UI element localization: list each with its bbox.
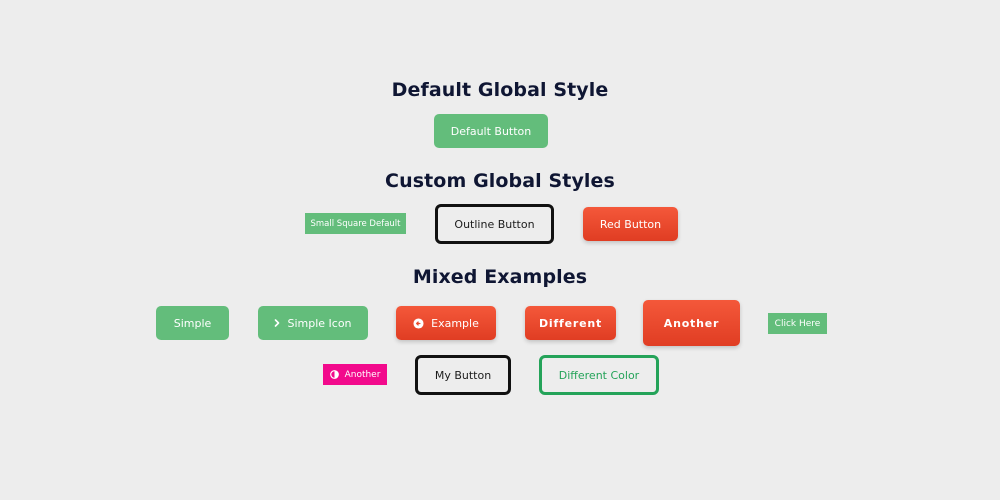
heading-default-global-style: Default Global Style	[391, 79, 609, 101]
default-button[interactable]: Default Button	[434, 114, 548, 148]
simple-icon-button[interactable]: Simple Icon	[258, 306, 368, 340]
another-pink-button[interactable]: Another	[323, 364, 387, 385]
example-label: Example	[431, 316, 479, 330]
different-color-button[interactable]: Different Color	[539, 355, 659, 395]
small-square-default-button[interactable]: Small Square Default	[305, 213, 406, 234]
red-button[interactable]: Red Button	[583, 207, 678, 241]
simple-icon-label: Simple Icon	[287, 316, 352, 330]
different-button[interactable]: Different	[525, 306, 616, 340]
simple-button[interactable]: Simple	[156, 306, 229, 340]
my-button[interactable]: My Button	[415, 355, 511, 395]
outline-button[interactable]: Outline Button	[435, 204, 554, 244]
arrow-circle-left-icon	[413, 317, 424, 329]
half-circle-icon	[329, 370, 339, 379]
click-here-button[interactable]: Click Here	[768, 313, 827, 334]
example-button[interactable]: Example	[396, 306, 496, 340]
chevron-right-icon	[274, 319, 280, 327]
heading-mixed-examples: Mixed Examples	[412, 266, 588, 288]
another-button[interactable]: Another	[643, 300, 740, 346]
heading-custom-global-styles: Custom Global Styles	[385, 170, 615, 192]
another-pink-label: Another	[344, 369, 381, 380]
